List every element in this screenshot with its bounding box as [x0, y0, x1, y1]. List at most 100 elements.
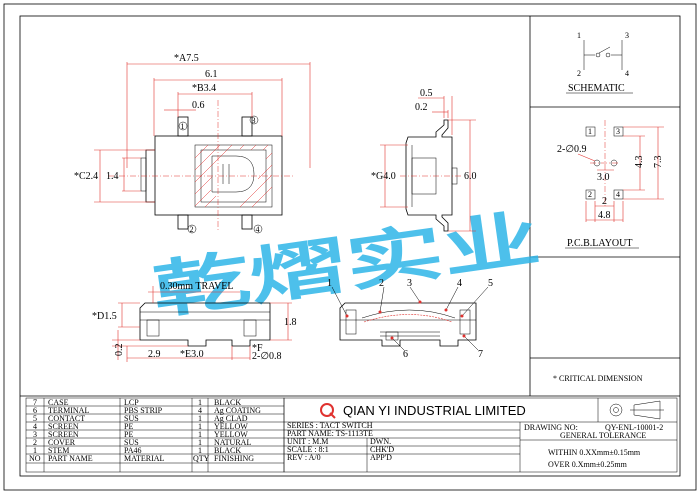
schematic: 1 3 2 4 SCHEMATIC — [566, 31, 633, 94]
dim-g: *G4.0 — [371, 171, 396, 182]
bom-row2-part: COVER — [48, 438, 76, 447]
top-pin4-label: 4 — [256, 225, 260, 234]
unit-field: UNIT : M.M — [287, 437, 328, 446]
travel-label: 0.30mm TRAVEL — [160, 281, 234, 292]
bom-row7-no: 7 — [33, 398, 37, 407]
dim-0-2-front: 0.2 — [114, 344, 125, 357]
sch-pin1: 1 — [577, 31, 581, 40]
title-block: QIAN YI INDUSTRIAL LIMITED SERIES : TACT… — [283, 397, 678, 473]
callout-2: 2 — [379, 278, 384, 289]
tolerance-within: WITHIN 0.XXmm±0.15mm — [548, 448, 641, 457]
bom-row2-finishing: NATURAL — [214, 438, 251, 447]
section-view: 1 2 3 4 5 6 7 — [327, 278, 493, 360]
top-view: 3 1 2 4 *A7.5 6.1 *B3.4 0.6 *C2.4 — [74, 53, 311, 234]
chkd-field: CHK'D — [370, 445, 394, 454]
callout-5: 5 — [488, 278, 493, 289]
bom-row1-no: 1 — [33, 446, 37, 455]
top-pin3-label: 3 — [252, 116, 256, 125]
dim-d: *D1.5 — [92, 311, 117, 322]
bom-row6-finishing: Ag COATING — [214, 406, 261, 415]
callout-4: 4 — [457, 278, 462, 289]
bom-row7-qty: 1 — [198, 398, 202, 407]
dim-6-0: 6.0 — [464, 171, 477, 182]
dim-1-8: 1.8 — [284, 317, 297, 328]
series-field: SERIES : TACT SWITCH — [287, 421, 373, 430]
scale-field: SCALE : 8:1 — [287, 445, 329, 454]
bom-row1-qty: 1 — [198, 446, 202, 455]
inner-frame — [19, 15, 681, 477]
company-logo — [320, 403, 336, 419]
bom-row5-no: 5 — [33, 414, 37, 423]
callout-3: 3 — [407, 278, 412, 289]
bom-row3-part: SCREEN — [48, 430, 79, 439]
bom-row1-finishing: BLACK — [214, 446, 241, 455]
dim-c: *C2.4 — [74, 171, 98, 182]
bom-header-part: PART NAME — [48, 454, 93, 463]
critical-note: * CRITICAL DIMENSION — [553, 374, 643, 383]
part-name-field: PART NAME: TS-1113TE — [287, 429, 373, 438]
bom-row7-part: CASE — [48, 398, 69, 407]
projection-symbol-icon — [609, 400, 664, 420]
rev-field: REV : A/0 — [287, 453, 321, 462]
pcb-dim-7-3: 7.3 — [653, 156, 664, 169]
pcb-pad3: 3 — [616, 127, 620, 136]
pcb-layout: 1 3 2 4 2-∅0.9 3.0 4.3 7.3 2 4.8 P.C.B.L… — [557, 120, 664, 249]
pcb-dim-3-0: 3.0 — [597, 172, 610, 183]
bom-header-finishing: FINISHING — [214, 454, 254, 463]
general-tolerance-label: GENERAL TOLERANCE — [560, 431, 646, 440]
bom-row6-no: 6 — [33, 406, 37, 415]
pcb-title: P.C.B.LAYOUT — [567, 238, 632, 249]
bom-row7-material: LCP — [124, 398, 139, 407]
bom-row4-part: SCREEN — [48, 422, 79, 431]
watermark: 乾熠实业 — [148, 201, 544, 328]
bom-row3-material: PE — [124, 430, 133, 439]
bom-table: 7 CASE LCP 1 BLACK 6 TERMINAL PBS STRIP … — [25, 397, 285, 473]
bom-row6-qty: 4 — [198, 406, 202, 415]
tolerance-over: OVER 0.Xmm±0.25mm — [548, 460, 628, 469]
appd-field: APP'D — [370, 453, 392, 462]
sch-pin2: 2 — [577, 69, 581, 78]
pcb-dim-4-8: 4.8 — [598, 210, 611, 221]
dim-0-6: 0.6 — [192, 100, 205, 111]
dim-b: *B3.4 — [192, 83, 216, 94]
callout-7: 7 — [478, 349, 483, 360]
bom-header-qty: QTY — [193, 454, 210, 463]
dim-e: *E3.0 — [180, 349, 204, 360]
bom-row2-material: SUS — [124, 438, 139, 447]
dim-6-1: 6.1 — [205, 69, 218, 80]
bom-row4-no: 4 — [33, 422, 37, 431]
bom-row5-finishing: Ag CLAD — [214, 414, 248, 423]
bom-row2-no: 2 — [33, 438, 37, 447]
bom-row6-material: PBS STRIP — [124, 406, 163, 415]
bom-row5-material: SUS — [124, 414, 139, 423]
pcb-pad4: 4 — [616, 190, 620, 199]
front-view: 0.30mm TRAVEL *D1.5 1.8 0.2 2.9 *E3.0 *F… — [92, 281, 297, 362]
pcb-pad1: 1 — [588, 127, 592, 136]
pcb-pad2: 2 — [588, 190, 592, 199]
company-name: QIAN YI INDUSTRIAL LIMITED — [343, 403, 526, 418]
pcb-dim-2: 2 — [602, 196, 607, 207]
dim-a: *A7.5 — [174, 53, 199, 64]
bom-row3-qty: 1 — [198, 430, 202, 439]
section-callouts: 1 2 3 4 5 6 7 — [327, 278, 493, 360]
drawing-no-value: QY-ENL-10001-2 — [605, 423, 663, 432]
bom-row1-part: STEM — [48, 446, 69, 455]
pcb-dim-4-3: 4.3 — [634, 156, 645, 169]
outer-frame — [3, 3, 697, 491]
dim-1-4: 1.4 — [106, 171, 119, 182]
bom-row7-finishing: BLACK — [214, 398, 241, 407]
bom-header-material: MATERIAL — [124, 454, 165, 463]
bom-row6-part: TERMINAL — [48, 406, 89, 415]
dim-0-2: 0.2 — [415, 102, 428, 113]
bom-row3-no: 3 — [33, 430, 37, 439]
drawing-no-label: DRAWING NO: — [524, 423, 578, 432]
bom-row4-finishing: YELLOW — [214, 422, 248, 431]
bom-row4-material: PE — [124, 422, 133, 431]
bom-row2-qty: 1 — [198, 438, 202, 447]
dim-f: *F — [252, 343, 263, 354]
dwn-field: DWN. — [370, 437, 391, 446]
bom-row4-qty: 1 — [198, 422, 202, 431]
bom-row5-part: CONTACT — [48, 414, 85, 423]
top-pin2-label: 2 — [190, 225, 194, 234]
